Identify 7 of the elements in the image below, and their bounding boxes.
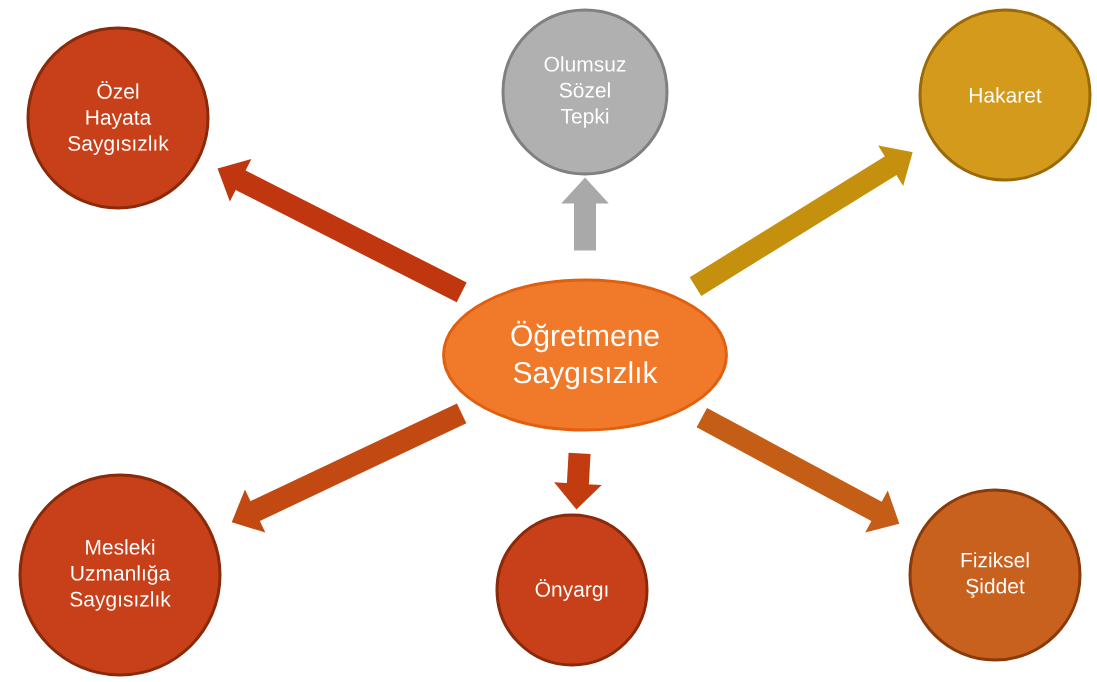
circle-node: Olumsuz Sözel Tepki bbox=[501, 8, 669, 176]
circle-node: Özel Hayata Saygısızlık bbox=[26, 26, 210, 210]
circle-node: Önyargı bbox=[495, 513, 649, 667]
ellipse-node: Öğretmene Saygısızlık bbox=[442, 278, 728, 432]
circle-node: Mesleki Uzmanlığa Saygısızlık bbox=[18, 473, 222, 677]
circle-node: Hakaret bbox=[918, 8, 1092, 182]
circle-node: Fiziksel Şiddet bbox=[908, 488, 1082, 662]
